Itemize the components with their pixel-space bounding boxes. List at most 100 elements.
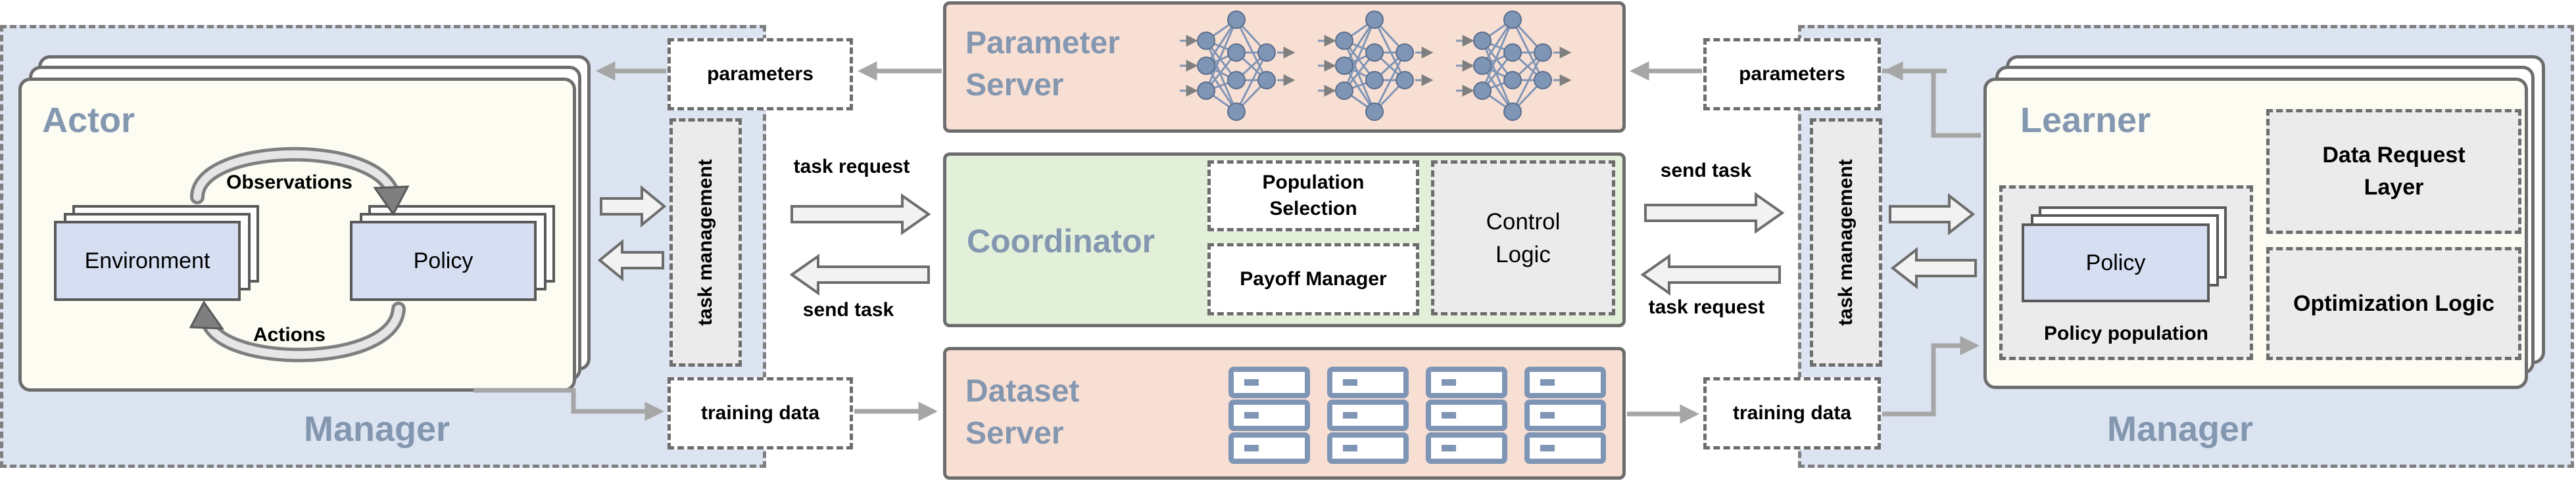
network-edge xyxy=(1235,19,1268,81)
learner-to-task-block-arrow xyxy=(1890,246,1977,290)
server-rack-icon xyxy=(1426,432,1507,464)
network-node xyxy=(1365,71,1384,89)
server-rack-icons xyxy=(1228,367,1606,464)
actions-label: Actions xyxy=(253,324,326,346)
optimization-logic-box: Optimization Logic xyxy=(2266,247,2521,360)
control-logic-line2: Logic xyxy=(1495,242,1551,267)
rack-unit xyxy=(1426,367,1507,398)
left-task-management: task management xyxy=(669,118,742,367)
right-params-to-learner-arrow xyxy=(1882,68,1981,138)
rack-unit xyxy=(1228,432,1310,464)
network-node xyxy=(1503,11,1522,29)
rack-led xyxy=(1244,379,1259,386)
task-to-learner-block-arrow xyxy=(1889,193,1976,236)
grey-connectors xyxy=(474,61,1981,424)
rack-led xyxy=(1244,412,1259,419)
send-task-block-arrow xyxy=(789,254,930,296)
network-node xyxy=(1473,57,1492,75)
network-node xyxy=(1335,81,1353,100)
network-node xyxy=(1197,81,1215,100)
right-training-data-to-learner-arrow xyxy=(1882,336,1980,417)
learner-policy-box: Policy xyxy=(2022,223,2210,302)
neural-network-icons xyxy=(1180,11,1572,121)
left-manager-title: Manager xyxy=(304,409,450,449)
left-task-request-label: task request xyxy=(793,156,910,177)
population-selection-box: Population Selection xyxy=(1207,160,1419,231)
network-edge xyxy=(1511,19,1544,81)
network-node xyxy=(1197,57,1215,75)
actor-curved-arrows xyxy=(189,147,410,363)
server-rack-icon xyxy=(1228,432,1310,464)
neural-network-icon xyxy=(1318,11,1434,121)
task-request-block-arrow xyxy=(790,193,931,235)
server-rack-icon xyxy=(1524,400,1606,431)
rack-unit xyxy=(1327,367,1409,398)
rack-led xyxy=(1442,445,1456,451)
actor-to-training-data-arrow xyxy=(474,388,664,421)
network-node xyxy=(1365,103,1384,121)
rack-led xyxy=(1442,379,1456,386)
network-node xyxy=(1257,43,1276,62)
rack-led xyxy=(1442,412,1456,419)
network-node xyxy=(1227,71,1246,89)
network-edge xyxy=(1343,19,1376,91)
payoff-manager-box: Payoff Manager xyxy=(1207,243,1419,315)
network-node xyxy=(1534,43,1552,62)
right-task-request-label: task request xyxy=(1648,296,1765,318)
right-send-task-block-arrow xyxy=(1644,192,1785,234)
rack-led xyxy=(1540,379,1555,386)
control-logic-line1: Control xyxy=(1486,209,1561,235)
network-edge xyxy=(1481,19,1514,91)
server-rack-icon xyxy=(1524,367,1606,398)
rack-unit xyxy=(1524,367,1606,398)
network-node xyxy=(1227,11,1246,29)
rack-unit xyxy=(1426,432,1507,464)
parameter-server-title-line2: Server xyxy=(965,68,1064,103)
network-node xyxy=(1227,43,1246,62)
coordinator-title: Coordinator xyxy=(967,223,1155,260)
network-node xyxy=(1396,43,1414,62)
network-edge xyxy=(1205,40,1238,112)
actions-curve-head xyxy=(189,300,224,330)
control-logic-box: Control Logic xyxy=(1431,160,1615,315)
actor-title: Actor xyxy=(42,101,135,140)
network-node xyxy=(1227,103,1246,121)
right-task-management: task management xyxy=(1810,118,1882,367)
actor-to-task-block-arrow xyxy=(600,185,667,228)
right-send-task-label: send task xyxy=(1660,160,1752,181)
right-task-request-block-arrow xyxy=(1640,254,1781,296)
server-rack-icon xyxy=(1426,400,1507,431)
neural-network-icon xyxy=(1180,11,1296,121)
server-rack-icon xyxy=(1228,367,1310,398)
network-edge xyxy=(1343,40,1376,112)
network-node xyxy=(1335,32,1353,50)
rack-unit xyxy=(1327,400,1409,431)
network-node xyxy=(1473,32,1492,50)
server-rack-icon xyxy=(1524,432,1606,464)
rack-led xyxy=(1343,445,1357,451)
server-rack-icon xyxy=(1327,432,1409,464)
right-parameters-box: parameters xyxy=(1703,38,1881,110)
data-request-layer-box: Data Request Layer xyxy=(2266,109,2521,234)
left-send-task-label: send task xyxy=(802,299,894,321)
rack-led xyxy=(1540,412,1555,419)
rack-unit xyxy=(1426,400,1507,431)
actor-policy-box: Policy xyxy=(350,221,537,301)
network-edge xyxy=(1235,52,1268,112)
rack-unit xyxy=(1524,432,1606,464)
right-training-data-box: training data xyxy=(1703,377,1881,449)
network-node xyxy=(1197,32,1215,50)
rack-unit xyxy=(1228,400,1310,431)
network-node xyxy=(1473,81,1492,100)
rack-led xyxy=(1343,379,1357,386)
network-node xyxy=(1365,43,1384,62)
policy-population-label: Policy population xyxy=(2043,323,2208,344)
rack-unit xyxy=(1524,400,1606,431)
rack-led xyxy=(1244,445,1259,451)
network-edge xyxy=(1511,52,1544,112)
network-edge xyxy=(1205,19,1238,91)
server-rack-icon xyxy=(1426,367,1507,398)
network-edge xyxy=(1373,19,1406,81)
